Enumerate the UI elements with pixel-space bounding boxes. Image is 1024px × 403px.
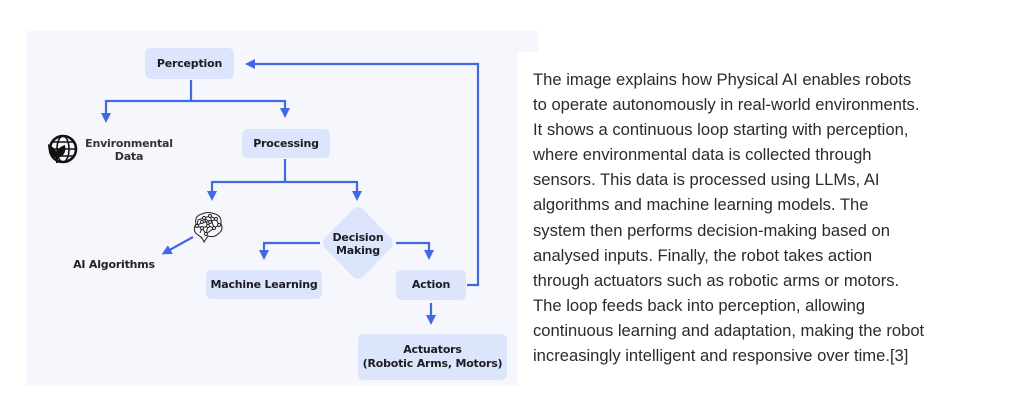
node-action: Action — [396, 270, 466, 300]
decision-making-label: Decision Making — [318, 231, 398, 257]
description-line: analysed inputs. Finally, the robot take… — [533, 245, 873, 265]
edge-to-machine-learning — [259, 241, 320, 260]
neural-brain-icon — [188, 210, 228, 246]
node-actuators: Actuators (Robotic Arms, Motors) — [358, 334, 507, 380]
node-machine-learning-label: Machine Learning — [210, 277, 318, 291]
edge-perception-split — [106, 80, 285, 103]
ai-algorithms-label: AI Algorithms — [73, 258, 155, 271]
decision-making-line2: Making — [336, 244, 380, 257]
description-line: increasingly intelligent and responsive … — [533, 346, 909, 366]
description-line: The image explains how Physical AI enabl… — [533, 70, 912, 89]
description-line: where environmental data is collected th… — [533, 145, 872, 165]
edge-processing-split — [212, 159, 357, 184]
edge-to-action — [396, 241, 434, 260]
edge-to-ai-algorithms — [161, 236, 194, 255]
edge-feedback-loop — [245, 59, 480, 287]
description-panel — [518, 52, 1024, 387]
description-line: It shows a continuous loop starting with… — [533, 120, 909, 140]
node-actuators-line1: Actuators — [403, 343, 462, 356]
node-perception: Perception — [145, 48, 234, 79]
description-text: The image explains how Physical AI enabl… — [533, 67, 1013, 368]
globe-leaf-icon — [45, 132, 79, 166]
description-line: through actuators such as robotic arms o… — [533, 270, 900, 290]
node-processing-label: Processing — [253, 136, 319, 150]
node-perception-label: Perception — [156, 56, 223, 70]
description-line: sensors. This data is processed using LL… — [533, 170, 880, 190]
environmental-data-line1: Environmental — [85, 137, 173, 150]
decision-diamond — [323, 207, 393, 279]
environmental-data-label: Environmental Data — [84, 137, 174, 163]
node-action-label: Action — [411, 278, 451, 291]
description-line: system then performs decision-making bas… — [533, 220, 890, 240]
node-machine-learning: Machine Learning — [206, 270, 322, 299]
diagram-panel — [26, 31, 538, 386]
description-line: The loop feeds back into perception, all… — [533, 295, 866, 315]
node-actuators-line2: (Robotic Arms, Motors) — [362, 357, 503, 370]
environmental-data-line2: Data — [114, 150, 144, 163]
description-line: continuous learning and adaptation, maki… — [533, 320, 925, 340]
decision-making-line1: Decision — [332, 231, 384, 244]
node-processing: Processing — [242, 129, 330, 158]
description-line: to operate autonomously in real-world en… — [533, 95, 920, 115]
description-line: algorithms and machine learning models. … — [533, 195, 869, 215]
